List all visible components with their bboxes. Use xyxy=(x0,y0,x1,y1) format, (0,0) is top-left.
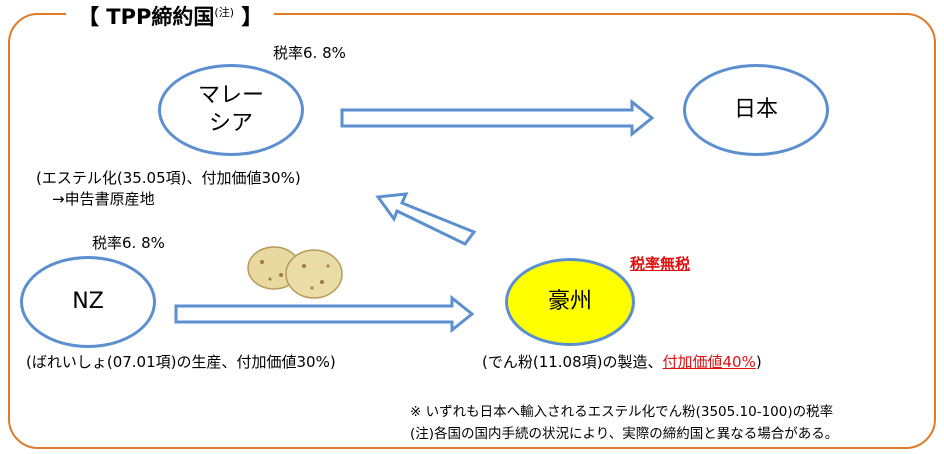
nz-rate: 税率6. 8% xyxy=(92,234,165,252)
node-goshu: 豪州 xyxy=(505,258,635,346)
node-japan: 日本 xyxy=(683,64,829,156)
node-japan-label: 日本 xyxy=(733,97,778,122)
footnote-2: (注)各国の国内手続の状況により、実際の締約国と異なる場合がある。 xyxy=(410,426,839,442)
goshu-desc: (でん粉(11.08項)の製造、付加価値40%) xyxy=(482,352,762,372)
arrow-goshu-to-malaysia xyxy=(375,192,477,246)
goshu-value-added: 付加価値40% xyxy=(662,353,756,371)
malaysia-desc-2: →申告書原産地 xyxy=(52,190,155,208)
node-malaysia: マレー シア xyxy=(158,64,304,156)
node-nz-label: NZ xyxy=(72,289,104,314)
node-malaysia-label: マレー シア xyxy=(197,83,264,136)
potato-icon xyxy=(247,246,343,299)
title-superscript: (注) xyxy=(214,6,235,19)
diagram-title: 【 TPP締約国(注) 】 xyxy=(66,0,275,29)
goshu-desc-c: ) xyxy=(755,353,762,371)
footnote-1: ※ いずれも日本へ輸入されるエステル化でん粉(3505.10-100)の税率 xyxy=(410,404,834,420)
node-nz: NZ xyxy=(20,256,156,348)
goshu-desc-a: (でん粉(11.08項)の製造、 xyxy=(482,353,663,371)
title-close: 】 xyxy=(241,5,263,29)
malaysia-desc-1: (エステル化(35.05項)、付加価値30%) xyxy=(36,169,301,187)
title-main: 【 TPP締約国 xyxy=(78,5,215,29)
arrow-malaysia-to-japan xyxy=(340,98,655,138)
nz-desc: (ばれいしょ(07.01項)の生産、付加価値30%) xyxy=(26,353,336,371)
arrow-nz-to-goshu xyxy=(174,294,475,334)
node-goshu-label: 豪州 xyxy=(547,289,592,314)
outer-frame xyxy=(8,13,936,449)
malaysia-rate: 税率6. 8% xyxy=(273,44,346,62)
goshu-rate-badge: 税率無税 xyxy=(630,255,691,273)
